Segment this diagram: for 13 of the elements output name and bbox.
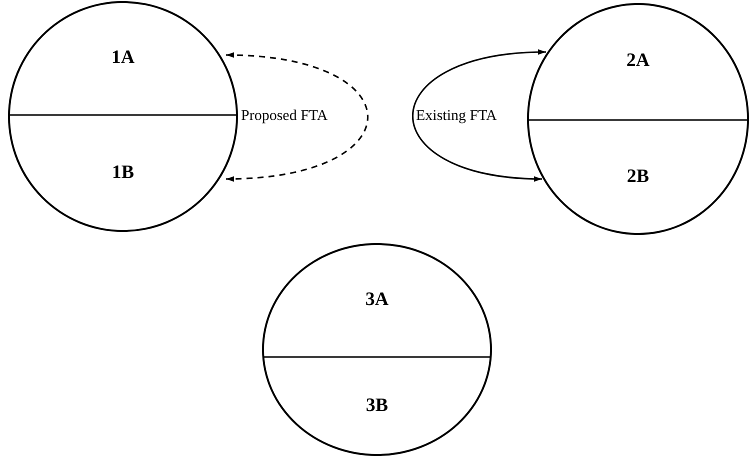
circle xyxy=(527,3,749,235)
curved-arrow xyxy=(412,50,546,182)
circle xyxy=(262,243,492,456)
section-label: 3B xyxy=(366,394,388,418)
curved-arrow xyxy=(226,52,368,182)
section-label: 3A xyxy=(365,288,389,312)
section-label: 2A xyxy=(626,49,650,74)
section-label: 1B xyxy=(112,161,134,186)
section-label: 1A xyxy=(111,46,135,70)
edge-label: Existing FTA xyxy=(416,107,497,125)
circle xyxy=(8,1,238,232)
edge-label: Proposed FTA xyxy=(241,107,328,125)
section-label: 2B xyxy=(626,165,650,190)
